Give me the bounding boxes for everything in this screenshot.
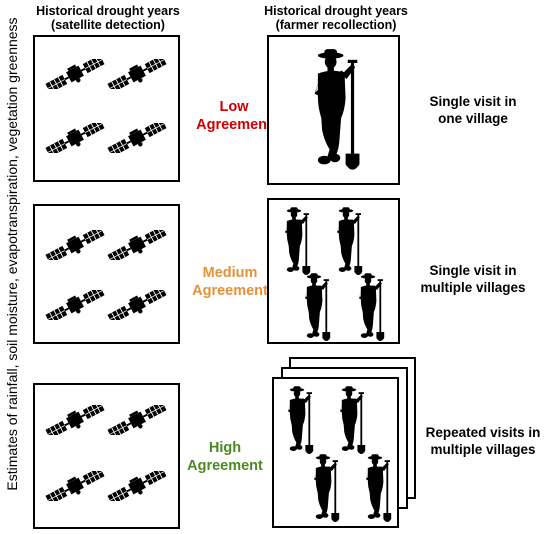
agreement-label-low: Low Agreement bbox=[174, 98, 294, 134]
satellite-panel-high bbox=[33, 383, 180, 529]
satellite-panel-medium bbox=[33, 204, 180, 344]
satellite-header-line2: (satellite detection) bbox=[51, 18, 165, 32]
satellite-icon bbox=[105, 59, 169, 89]
visit-line2: multiple villages bbox=[420, 280, 526, 295]
agreement-level: Medium bbox=[202, 265, 258, 281]
farmer-column-header: Historical drought years (farmer recolle… bbox=[256, 4, 416, 32]
visit-line1: Repeated visits in bbox=[425, 425, 541, 440]
side-axis-label: Estimates of rainfall, soil moisture, ev… bbox=[4, 17, 20, 491]
agreement-level: High bbox=[208, 440, 242, 456]
visit-line2: one village bbox=[438, 111, 508, 126]
visit-line1: Single visit in bbox=[429, 94, 517, 109]
visit-line2: multiple villages bbox=[430, 442, 536, 457]
farmer-with-shovel-icon bbox=[333, 206, 365, 278]
agreement-word: Agreement bbox=[187, 458, 263, 474]
farmer-with-shovel-icon bbox=[301, 272, 333, 344]
satellite-panel-low bbox=[33, 35, 180, 182]
satellite-icon bbox=[43, 471, 107, 501]
farmer-with-shovel-icon bbox=[307, 47, 365, 175]
satellite-icon bbox=[43, 59, 107, 89]
farmer-with-shovel-icon bbox=[355, 272, 387, 344]
farmer-with-shovel-icon bbox=[284, 385, 316, 457]
agreement-label-medium: Medium Agreement bbox=[170, 264, 290, 300]
farmer-header-line1: Historical drought years bbox=[264, 4, 408, 18]
farmer-with-shovel-icon bbox=[281, 206, 313, 278]
satellite-icon bbox=[105, 123, 169, 153]
farmer-with-shovel-icon bbox=[362, 453, 394, 525]
visit-description-medium: Single visit in multiple villages bbox=[403, 262, 543, 296]
agreement-label-high: High Agreement bbox=[165, 439, 285, 475]
satellite-icon bbox=[105, 405, 169, 435]
satellite-icon bbox=[105, 471, 169, 501]
agreement-word: Agreement bbox=[196, 117, 272, 133]
satellite-icon bbox=[105, 290, 169, 320]
satellite-icon bbox=[43, 290, 107, 320]
satellite-icon bbox=[43, 230, 107, 260]
agreement-word: Agreement bbox=[192, 283, 268, 299]
farmer-panel-high bbox=[272, 377, 399, 528]
agreement-level: Low bbox=[219, 99, 249, 115]
visit-description-low: Single visit in one village bbox=[403, 93, 543, 127]
visit-line1: Single visit in bbox=[429, 263, 517, 278]
farmer-with-shovel-icon bbox=[310, 453, 342, 525]
farmer-panel-low bbox=[267, 35, 400, 185]
satellite-icon bbox=[105, 230, 169, 260]
satellite-column-header: Historical drought years (satellite dete… bbox=[28, 4, 188, 32]
farmer-header-line2: (farmer recollection) bbox=[275, 18, 397, 32]
satellite-header-line1: Historical drought years bbox=[36, 4, 180, 18]
visit-description-high: Repeated visits in multiple villages bbox=[413, 424, 550, 458]
satellite-icon bbox=[43, 405, 107, 435]
farmer-with-shovel-icon bbox=[336, 385, 368, 457]
satellite-icon bbox=[43, 123, 107, 153]
farmer-panel-medium bbox=[267, 198, 400, 344]
